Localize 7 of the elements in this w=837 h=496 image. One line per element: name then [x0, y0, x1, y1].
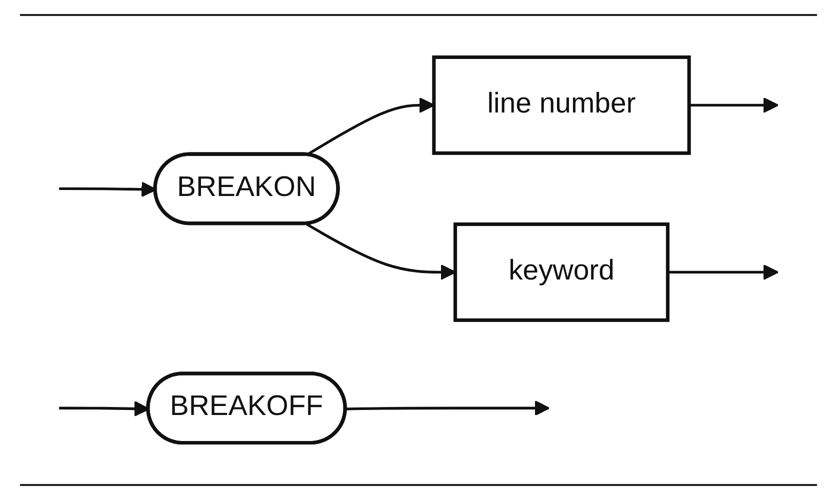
arrow — [689, 97, 779, 114]
keyword-terminal: BREAKOFF — [146, 372, 347, 445]
arrow — [668, 264, 779, 280]
keyword-terminal: BREAKON — [153, 152, 340, 226]
arrow — [346, 400, 550, 416]
syntax-element-box: line number — [432, 55, 691, 155]
syntax-element-box: keyword — [453, 222, 670, 322]
